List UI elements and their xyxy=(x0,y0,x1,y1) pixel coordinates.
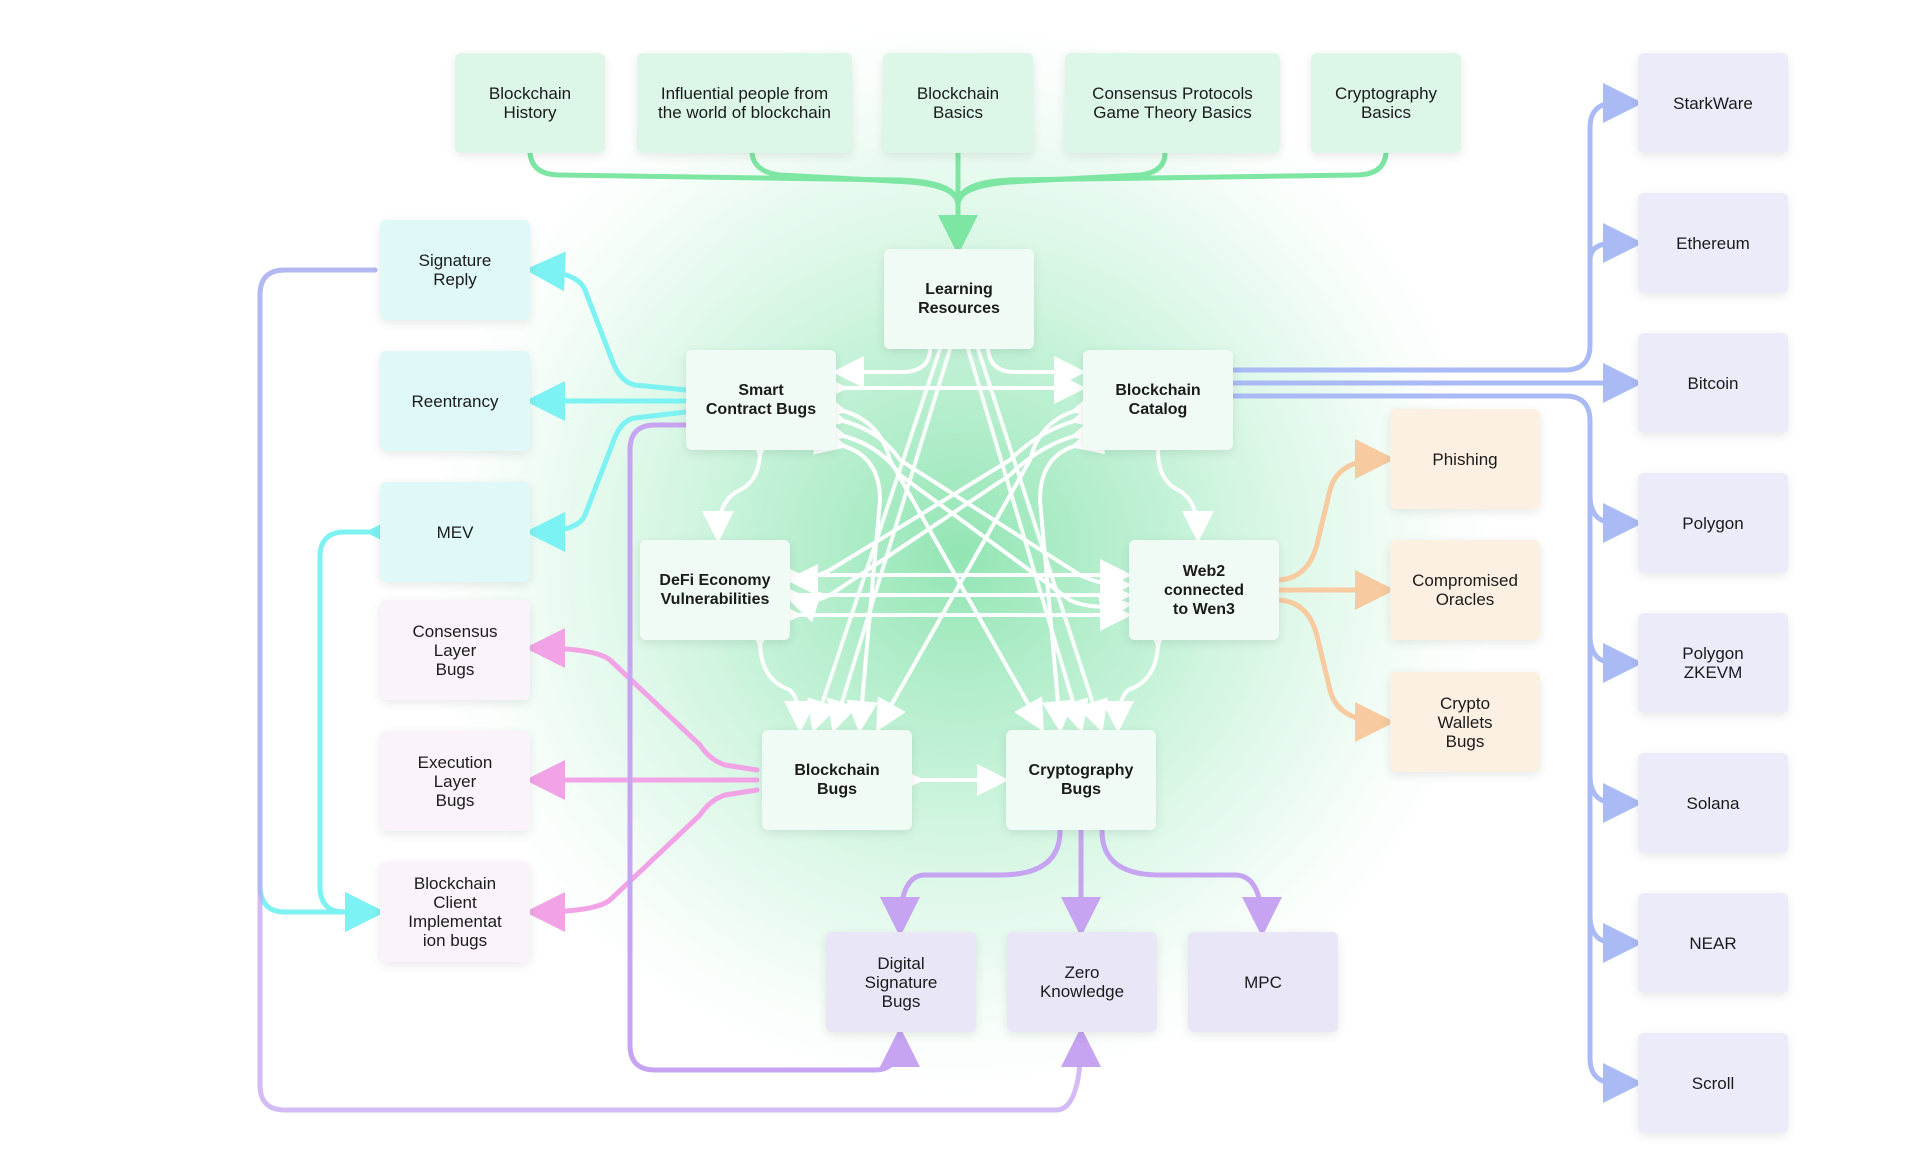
edge-catalog-near xyxy=(1587,912,1643,963)
edge-web2-phishing xyxy=(1276,439,1395,583)
edge-catalog-solana xyxy=(1587,772,1643,823)
node-phishing[interactable]: Phishing xyxy=(1390,409,1540,509)
edge-smart-signature xyxy=(525,251,689,393)
node-signature-reply[interactable]: Signature Reply xyxy=(380,220,530,320)
node-mpc[interactable]: MPC xyxy=(1188,932,1338,1032)
edge-catalog-polygon xyxy=(1587,492,1643,543)
edge-smart-defi xyxy=(702,426,777,543)
node-reentrancy[interactable]: Reentrancy xyxy=(380,351,530,451)
node-solana[interactable]: Solana xyxy=(1638,753,1788,853)
node-consensus-protocols[interactable]: Consensus Protocols Game Theory Basics xyxy=(1065,53,1280,153)
node-polygon-zkevm[interactable]: Polygon ZKEVM xyxy=(1638,613,1788,713)
edge-catalog-zkevm xyxy=(1587,632,1643,683)
edge-cryptobugs-digital xyxy=(880,828,1063,937)
node-cryptography-bugs[interactable]: Cryptography Bugs xyxy=(1006,730,1156,830)
edge-influential-learning xyxy=(749,150,961,208)
node-execution-layer-bugs[interactable]: Execution Layer Bugs xyxy=(380,731,530,831)
node-blockchain-bugs[interactable]: Blockchain Bugs xyxy=(762,730,912,830)
node-blockchain-catalog[interactable]: Blockchain Catalog xyxy=(1083,350,1233,450)
edge-smart-mev xyxy=(525,409,689,552)
node-influential-people[interactable]: Influential people from the world of blo… xyxy=(637,53,852,153)
edge-catalog-chains-trunk xyxy=(1230,393,1643,1103)
edge-cryptobugs-mpc xyxy=(1099,828,1282,937)
node-crypto-wallets-bugs[interactable]: Crypto Wallets Bugs xyxy=(1390,672,1540,772)
node-cryptography-basics[interactable]: Cryptography Basics xyxy=(1311,53,1461,153)
node-smart-contract-bugs[interactable]: Smart Contract Bugs xyxy=(686,350,836,450)
node-blockchain-history[interactable]: Blockchain History xyxy=(455,53,605,153)
node-near[interactable]: NEAR xyxy=(1638,893,1788,993)
node-starkware[interactable]: StarkWare xyxy=(1638,53,1788,153)
edge-smart-bcbugs xyxy=(812,423,882,733)
edge-catalog-starkware xyxy=(1230,83,1643,373)
node-bitcoin[interactable]: Bitcoin xyxy=(1638,333,1788,433)
edge-catalog-web2 xyxy=(1156,449,1214,543)
node-ethereum[interactable]: Ethereum xyxy=(1638,193,1788,293)
node-digital-signature-bugs[interactable]: Digital Signature Bugs xyxy=(826,932,976,1032)
edge-loop-mev-client xyxy=(317,512,405,932)
edge-catalog-ethereum xyxy=(1587,223,1643,263)
edge-bcbugs-client xyxy=(525,787,760,932)
edge-cryptobasics-learning xyxy=(955,150,1389,208)
edge-signature-zk xyxy=(257,267,1101,1113)
edge-smart-digital xyxy=(627,422,920,1073)
node-consensus-layer-bugs[interactable]: Consensus Layer Bugs xyxy=(380,600,530,700)
node-compromised-oracles[interactable]: Compromised Oracles xyxy=(1390,540,1540,640)
edge-catalog-cryptobugs xyxy=(1038,423,1106,733)
node-blockchain-basics[interactable]: Blockchain Basics xyxy=(883,53,1033,153)
node-scroll[interactable]: Scroll xyxy=(1638,1033,1788,1133)
node-polygon[interactable]: Polygon xyxy=(1638,473,1788,573)
node-client-implementation-bugs[interactable]: Blockchain Client Implementat ion bugs xyxy=(380,862,530,962)
node-web2-web3[interactable]: Web2 connected to Wen3 xyxy=(1129,540,1279,640)
edge-learning-cryptobugs-2 xyxy=(976,347,1108,733)
node-zero-knowledge[interactable]: Zero Knowledge xyxy=(1007,932,1157,1032)
edge-learning-catalog xyxy=(986,347,1086,388)
edge-bcbugs-consensus xyxy=(525,628,760,773)
node-learning-resources[interactable]: Learning Resources xyxy=(884,249,1034,349)
edge-web2-wallets xyxy=(1276,597,1395,742)
edge-web2-cryptobugs xyxy=(1102,616,1175,733)
node-defi-vulnerabilities[interactable]: DeFi Economy Vulnerabilities xyxy=(640,540,790,640)
node-mev[interactable]: MEV xyxy=(380,482,530,582)
edge-learning-smart xyxy=(832,347,932,388)
edge-defi-bcbugs xyxy=(743,616,816,733)
